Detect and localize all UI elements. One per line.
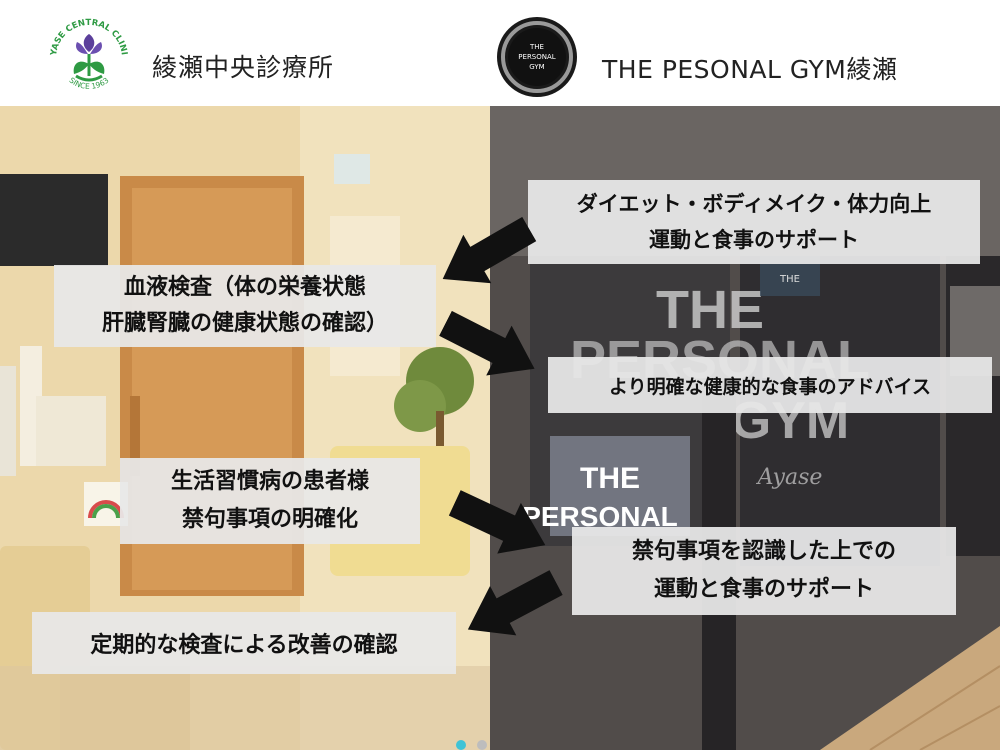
callout-blood-test-line-2: 肝臓腎臓の健康状態の確認） xyxy=(101,311,388,336)
clinic-name: 綾瀬中央診療所 xyxy=(152,53,335,82)
clinic-logo-top-text: AYASE CENTRAL CLINIC xyxy=(44,12,129,57)
callout-advice: より明確な健康的な食事のアドバイス xyxy=(548,357,992,413)
gym-sign-script: Ayase xyxy=(756,465,823,490)
callout-diet-line-1: ダイエット・ボディメイク・体力向上 xyxy=(576,192,932,216)
carousel-dot-1[interactable] xyxy=(456,740,466,750)
callout-diet-line-2: 運動と食事のサポート xyxy=(649,228,859,252)
arrow-left-down-icon-2 xyxy=(467,570,563,636)
gym-logo-line-1: THE xyxy=(529,43,544,51)
carousel-dot-2[interactable] xyxy=(477,740,488,750)
callout-patients: 生活習慣病の患者様 禁句事項の明確化 xyxy=(120,458,420,544)
header: AYASE CENTRAL CLINIC SINCE 1963 綾瀬中央診療所 … xyxy=(0,0,1000,106)
gym-sign-big-line-1: THE xyxy=(656,280,764,340)
callout-regular-check-line-1: 定期的な検査による改善の確認 xyxy=(90,633,398,658)
svg-text:SINCE 1963: SINCE 1963 xyxy=(68,76,111,92)
arrow-right-down-icon xyxy=(439,310,535,376)
gym-door-line-2: PERSONAL xyxy=(522,501,678,532)
callout-restrictions-line-2: 運動と食事のサポート xyxy=(653,577,874,602)
clinic-logo-bottom-text: SINCE 1963 xyxy=(68,76,111,92)
callout-advice-line-1: より明確な健康的な食事のアドバイス xyxy=(608,375,932,398)
arrow-right-down-icon-2 xyxy=(448,490,546,554)
clinic-logo: AYASE CENTRAL CLINIC SINCE 1963 xyxy=(44,12,129,92)
callout-diet: ダイエット・ボディメイク・体力向上 運動と食事のサポート xyxy=(528,180,980,264)
carousel-pagination xyxy=(456,735,493,750)
gym-name: THE PESONAL GYM綾瀬 xyxy=(602,55,898,84)
callout-patients-line-1: 生活習慣病の患者様 xyxy=(170,469,369,494)
gym-logo-line-3: GYM xyxy=(529,63,544,71)
gym-door-line-1: THE xyxy=(580,462,640,495)
callout-blood-test-line-1: 血液検査（体の栄養状態 xyxy=(123,275,366,300)
arrow-left-down-icon xyxy=(442,216,537,284)
callout-restrictions-line-1: 禁句事項を認識した上での xyxy=(631,539,896,564)
callout-blood-test: 血液検査（体の栄養状態 肝臓腎臓の健康状態の確認） xyxy=(54,265,436,347)
callout-restrictions: 禁句事項を認識した上での 運動と食事のサポート xyxy=(572,527,956,615)
callout-regular-check: 定期的な検査による改善の確認 xyxy=(32,612,456,674)
callout-patients-line-2: 禁句事項の明確化 xyxy=(181,507,358,532)
svg-text:AYASE CENTRAL CLINIC: AYASE CENTRAL CLINIC xyxy=(44,12,129,57)
gym-logo-line-2: PERSONAL xyxy=(518,53,555,61)
gym-small-sign: THE xyxy=(779,274,800,285)
gym-logo: THE PERSONAL GYM xyxy=(497,17,577,97)
